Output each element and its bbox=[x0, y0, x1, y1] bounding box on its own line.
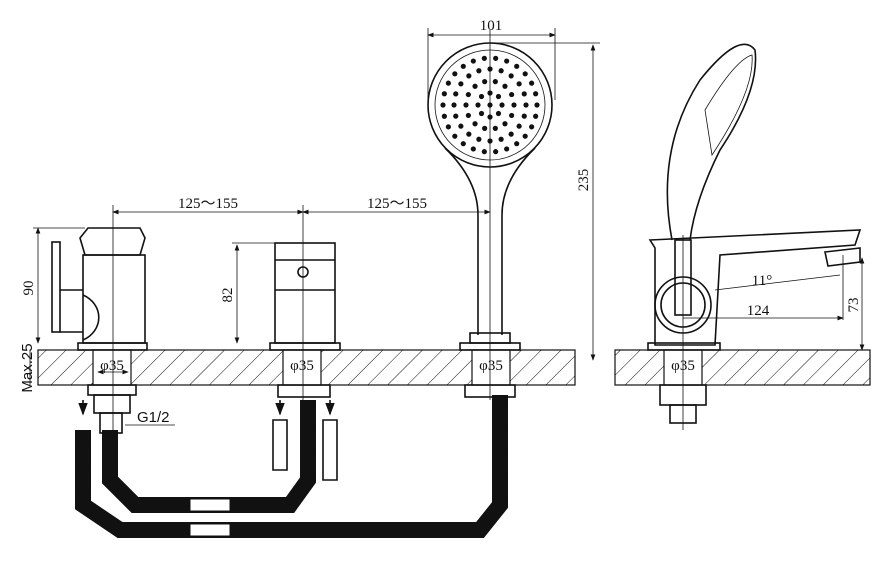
nozzle-dot bbox=[475, 102, 481, 108]
nozzle-dot bbox=[521, 91, 527, 97]
nozzle-dot bbox=[460, 63, 466, 69]
nozzle-dot bbox=[511, 102, 517, 108]
nozzle-dot bbox=[453, 113, 459, 119]
dim-spacing-left: 125～155 bbox=[178, 196, 238, 212]
nozzle-dot bbox=[452, 133, 458, 139]
dim-spout-height: 73 bbox=[846, 298, 862, 313]
nozzle-dot bbox=[476, 68, 482, 74]
shower-nozzles bbox=[440, 55, 540, 155]
nozzle-dot bbox=[458, 123, 464, 129]
dimension-lines bbox=[29, 28, 865, 426]
dim-total-height: 235 bbox=[576, 169, 592, 192]
nozzle-dot bbox=[441, 113, 447, 119]
dim-hole-2: φ35 bbox=[290, 358, 314, 374]
nozzle-dot bbox=[514, 63, 520, 69]
countertop bbox=[37, 349, 871, 386]
nozzle-dot bbox=[502, 83, 508, 89]
nozzle-dot bbox=[453, 91, 459, 97]
diverter-valve bbox=[269, 205, 341, 481]
nozzle-dot bbox=[495, 93, 502, 100]
dim-max-thickness: Max.25 bbox=[19, 343, 36, 392]
dim-valve-height: 90 bbox=[21, 281, 37, 296]
dim-hole-1: φ35 bbox=[100, 358, 124, 374]
nozzle-dot bbox=[445, 124, 451, 130]
nozzle-dot bbox=[441, 91, 447, 97]
nozzle-dot bbox=[482, 125, 488, 131]
nozzle-dot bbox=[504, 58, 510, 64]
nozzle-dot bbox=[463, 102, 469, 108]
nozzle-dot bbox=[460, 141, 466, 147]
nozzle-dot bbox=[470, 58, 476, 64]
supply-hoses bbox=[75, 395, 508, 538]
nozzle-dot bbox=[509, 112, 515, 119]
nozzle-dot bbox=[508, 73, 514, 79]
nozzle-dot bbox=[522, 133, 528, 139]
nozzle-dot bbox=[458, 81, 464, 87]
nozzle-dot bbox=[534, 102, 540, 108]
nozzle-dot bbox=[514, 141, 520, 147]
nozzle-dot bbox=[466, 73, 472, 79]
nozzle-dot bbox=[465, 112, 471, 119]
nozzle-dot bbox=[498, 68, 504, 74]
mixer-valve bbox=[51, 205, 148, 434]
nozzle-dot bbox=[481, 55, 487, 61]
nozzle-dot bbox=[516, 81, 522, 87]
dim-spacing-right: 125～155 bbox=[367, 196, 427, 212]
nozzle-dot bbox=[508, 131, 514, 137]
nozzle-dot bbox=[478, 110, 485, 117]
nozzle-dot bbox=[492, 125, 498, 131]
nozzle-dot bbox=[498, 136, 504, 142]
nozzle-dot bbox=[451, 102, 457, 108]
nozzle-dot bbox=[499, 102, 505, 108]
nozzle-dot bbox=[522, 71, 528, 77]
nozzle-dot bbox=[470, 146, 476, 152]
nozzle-dot bbox=[493, 149, 499, 155]
nozzle-dot bbox=[440, 102, 446, 108]
dim-diverter-height: 82 bbox=[220, 288, 236, 303]
nozzle-dot bbox=[509, 91, 515, 98]
nozzle-dot bbox=[466, 131, 472, 137]
nozzle-dot bbox=[495, 110, 502, 117]
nozzle-dot bbox=[529, 80, 535, 86]
nozzle-dot bbox=[533, 91, 539, 97]
nozzle-dot bbox=[482, 79, 488, 85]
nozzle-dot bbox=[533, 113, 539, 119]
nozzle-dot bbox=[493, 55, 499, 61]
nozzle-dot bbox=[516, 123, 522, 129]
dim-spout-angle: 11° bbox=[752, 273, 772, 289]
side-view bbox=[647, 43, 862, 430]
dim-thread: G1/2 bbox=[137, 409, 170, 426]
dim-head-width: 101 bbox=[480, 18, 503, 34]
nozzle-dot bbox=[445, 80, 451, 86]
nozzle-dot bbox=[472, 83, 478, 89]
hand-shower bbox=[427, 30, 553, 400]
dim-spout-reach: 124 bbox=[747, 303, 770, 319]
nozzle-dot bbox=[478, 93, 485, 100]
nozzle-dot bbox=[481, 149, 487, 155]
nozzle-dot bbox=[452, 71, 458, 77]
nozzle-dot bbox=[465, 91, 471, 98]
nozzle-dot bbox=[529, 124, 535, 130]
dim-hole-3: φ35 bbox=[479, 358, 503, 374]
nozzle-dot bbox=[472, 121, 478, 127]
nozzle-dot bbox=[504, 146, 510, 152]
nozzle-dot bbox=[492, 79, 498, 85]
nozzle-dot bbox=[523, 102, 529, 108]
nozzle-dot bbox=[502, 121, 508, 127]
nozzle-dot bbox=[521, 113, 527, 119]
nozzle-dot bbox=[476, 136, 482, 142]
dim-hole-4: φ35 bbox=[671, 358, 695, 374]
